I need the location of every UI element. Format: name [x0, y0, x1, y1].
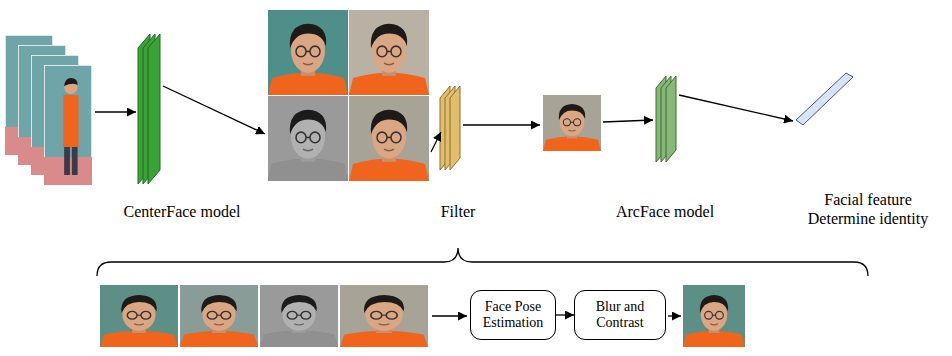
video-frames — [5, 35, 92, 185]
selected-face — [543, 95, 601, 151]
box-text: Face Pose Estimation — [477, 299, 549, 331]
caption-label: ArcFace model — [600, 202, 730, 221]
candidate-faces — [100, 285, 428, 347]
process-box: Face Pose Estimation — [470, 290, 556, 340]
process-box: Blur and Contrast — [574, 290, 666, 340]
filter-layers — [440, 86, 460, 170]
brace — [97, 248, 868, 276]
caption-label: Facial feature Determine identity — [798, 190, 938, 228]
caption-label: CenterFace model — [92, 202, 272, 221]
final-face — [683, 285, 745, 347]
caption-label: Filter — [418, 202, 498, 221]
centerface-layers — [138, 34, 160, 184]
arcface-layers — [656, 76, 676, 162]
flow-arrow — [556, 314, 574, 315]
face-crops — [268, 10, 429, 181]
box-text: Blur and Contrast — [581, 299, 659, 331]
flow-arrows — [95, 86, 793, 316]
feature-vector — [796, 73, 853, 125]
